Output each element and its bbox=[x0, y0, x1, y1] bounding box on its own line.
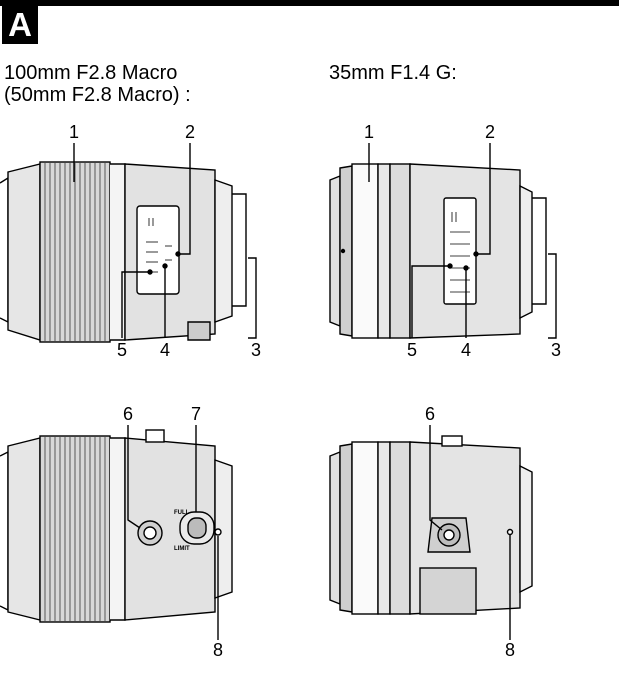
focus-range-full-label: FULL bbox=[174, 510, 190, 516]
callout-tr-5: 5 bbox=[406, 340, 417, 360]
callout-tr-1: 1 bbox=[363, 122, 374, 142]
callout-bl-8: 8 bbox=[212, 640, 223, 660]
callout-tr-2: 2 bbox=[484, 122, 495, 142]
lens-35mm-side-view bbox=[329, 143, 557, 339]
focus-range-limit-label: LIMIT bbox=[174, 546, 190, 552]
lens-title-macro-alt: (50mm F2.8 Macro) : bbox=[4, 84, 191, 106]
lens-title-macro: 100mm F2.8 Macro bbox=[4, 62, 178, 84]
callout-bl-7: 7 bbox=[190, 404, 201, 424]
callout-tl-5: 5 bbox=[116, 340, 127, 360]
top-rule bbox=[0, 0, 619, 6]
lens-macro-side-view bbox=[0, 143, 257, 343]
callout-tl-2: 2 bbox=[184, 122, 195, 142]
lens-title-35mm: 35mm F1.4 G: bbox=[329, 62, 457, 84]
callout-tr-3: 3 bbox=[550, 340, 561, 360]
callout-br-8: 8 bbox=[504, 640, 515, 660]
callout-tl-3: 3 bbox=[250, 340, 261, 360]
callout-tr-4: 4 bbox=[460, 340, 471, 360]
section-badge: A bbox=[2, 6, 38, 44]
callout-tl-1: 1 bbox=[68, 122, 79, 142]
callout-tl-4: 4 bbox=[159, 340, 170, 360]
callout-bl-6: 6 bbox=[122, 404, 133, 424]
lens-35mm-bottom-view bbox=[329, 425, 533, 640]
callout-br-6: 6 bbox=[424, 404, 435, 424]
lens-macro-bottom-view bbox=[0, 425, 233, 640]
